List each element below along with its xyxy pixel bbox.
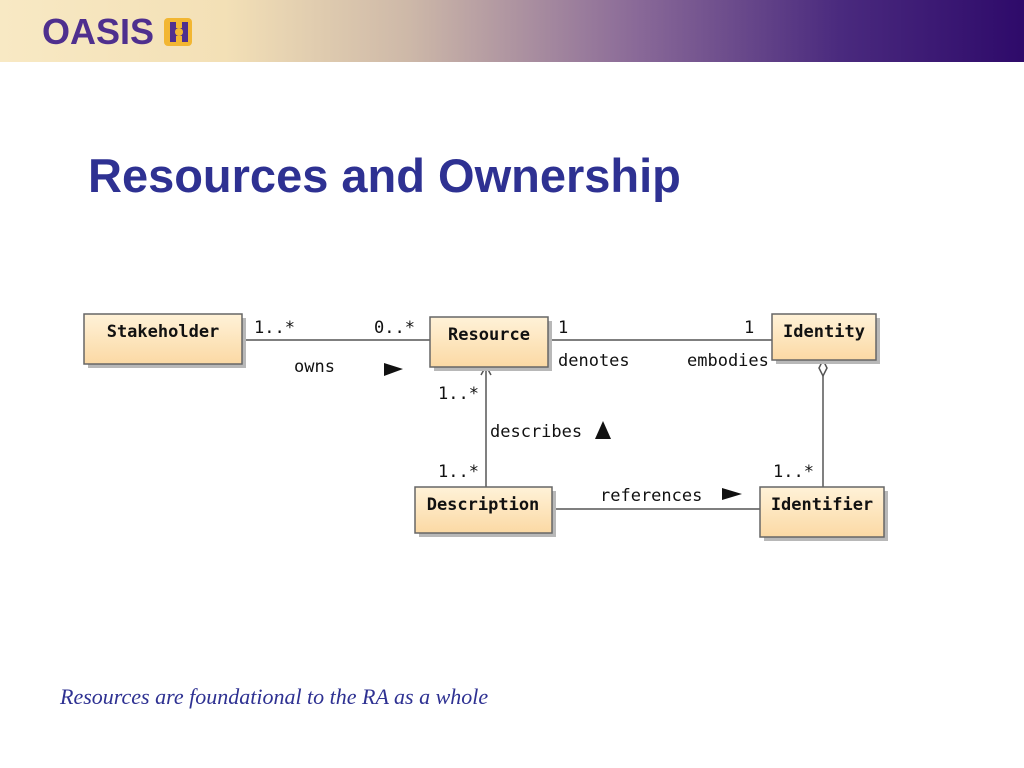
identifier-multiplicity: 1..* (773, 462, 814, 482)
slide-caption: Resources are foundational to the RA as … (60, 684, 489, 709)
class-name-identifier: Identifier (771, 495, 873, 515)
owns-label: owns (294, 357, 335, 377)
embodies-label: embodies (687, 351, 769, 371)
logo-text: OASIS (42, 11, 155, 52)
page-title: Resources and Ownership (88, 149, 681, 202)
owns-target-multiplicity: 0..* (374, 318, 415, 338)
class-name-stakeholder: Stakeholder (107, 322, 220, 342)
header-band: OASIS (0, 0, 1024, 62)
owns-direction-arrow-icon (384, 363, 403, 376)
class-box-description[interactable]: Description (414, 486, 556, 537)
oasis-logo[interactable]: OASIS (42, 12, 194, 52)
owns-source-multiplicity: 1..* (254, 318, 295, 338)
references-direction-arrow-icon (722, 488, 742, 500)
describes-label: describes (490, 422, 582, 442)
class-box-stakeholder[interactable]: Stakeholder (83, 313, 246, 368)
denotes-source-multiplicity: 1 (558, 318, 568, 338)
embodies-target-multiplicity: 1 (744, 318, 754, 338)
class-name-resource: Resource (448, 325, 530, 345)
describes-direction-arrow-icon (595, 421, 611, 439)
denotes-label: denotes (558, 351, 630, 371)
class-name-identity: Identity (783, 322, 865, 342)
class-box-resource[interactable]: Resource (429, 316, 552, 371)
class-name-description: Description (427, 495, 540, 515)
class-box-identifier[interactable]: Identifier (759, 486, 888, 541)
class-box-identity[interactable]: Identity (771, 313, 880, 364)
references-label: references (600, 486, 702, 506)
describes-target-multiplicity: 1..* (438, 384, 479, 404)
oasis-logo-icon (164, 18, 193, 46)
describes-source-multiplicity: 1..* (438, 462, 479, 482)
